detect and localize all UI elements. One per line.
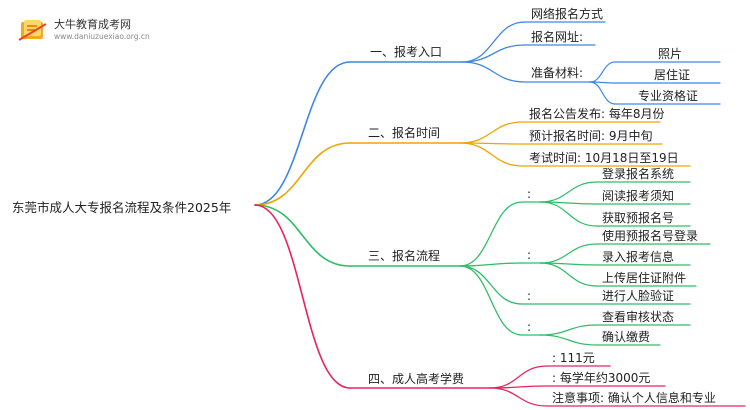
edge-e21 [459,121,524,144]
logo-url: www.daniuzuexiao.org.cn [54,32,150,41]
edge-step-1-3 [539,201,598,227]
edge-group-2 [459,262,523,267]
step-2-2[interactable]: 录入报考信息 [602,249,674,264]
branch-1-item-3[interactable]: 准备材料: [531,66,583,80]
step-1-3[interactable]: 获取预报名号 [602,210,674,225]
step-group-2[interactable]: : [527,248,531,262]
fee-item-1[interactable]: : 111元 [552,351,595,365]
edge-step-4-1 [539,324,598,336]
edge-e11 [461,21,526,63]
node-labels: 东莞市成人大专报名流程及条件2025年 一、报考入口 网络报名方式 报名网址: … [12,6,716,405]
step-4-2[interactable]: 确认缴费 [602,329,650,344]
branch-2-item-2[interactable]: 预计报名时间: 9月中旬 [529,128,653,143]
edge-step-2-3 [539,262,598,287]
logo-name: 大牛教育成考网 [54,18,131,31]
edge-step-1-1 [539,181,598,203]
edge-step-4-2 [539,334,598,346]
edge-group-3 [459,265,523,305]
edge-root-branch2 [254,142,351,206]
step-2-3[interactable]: 上传居住证附件 [602,270,686,285]
branch-1-label[interactable]: 一、报考入口 [370,44,442,59]
edge-e41 [489,365,548,389]
edge-e12 [461,44,526,63]
material-3[interactable]: 专业资格证 [638,88,698,103]
fee-item-3[interactable]: 注意事项: 确认个人信息和专业 [552,390,716,405]
edge-e23 [459,142,524,167]
edge-e13 [461,61,526,83]
site-logo[interactable]: 大牛教育成考网 www.daniuzuexiao.org.cn [18,14,258,48]
edge-group-1 [459,201,523,267]
edge-m3 [589,81,616,105]
step-1-1[interactable]: 登录报名系统 [602,166,674,181]
edge-group-4 [459,265,523,336]
edge-e43 [489,387,548,407]
material-1[interactable]: 照片 [658,47,682,61]
branch-2-item-1[interactable]: 报名公告发布: 每年8月份 [529,106,665,121]
branch-3-label[interactable]: 三、报名流程 [368,248,440,263]
edge-m1 [589,61,616,83]
edge-root-branch4 [254,204,351,389]
connector-lines [254,21,746,407]
step-3-1[interactable]: 进行人脸验证 [602,288,674,303]
material-2[interactable]: 居住证 [654,68,690,82]
step-4-1[interactable]: 查看审核状态 [602,309,674,324]
step-group-3[interactable]: : [527,289,531,303]
branch-1-item-2[interactable]: 报名网址: [531,29,583,44]
edge-root-branch1 [254,61,351,206]
fee-item-2[interactable]: : 每学年约3000元 [552,370,650,385]
book-icon [18,20,47,41]
branch-2-label[interactable]: 二、报名时间 [368,125,440,140]
branch-4-label[interactable]: 四、成人高考学费 [368,371,464,386]
step-group-4[interactable]: : [527,320,531,334]
step-group-1[interactable]: : [527,187,531,201]
step-2-1[interactable]: 使用预报名号登录 [602,228,698,243]
branch-2-item-3[interactable]: 考试时间: 10月18日至19日 [529,150,679,165]
edge-step-2-1 [539,243,598,264]
branch-1-item-1[interactable]: 网络报名方式 [531,6,603,21]
root-node[interactable]: 东莞市成人大专报名流程及条件2025年 [12,200,231,215]
step-1-2[interactable]: 阅读报考须知 [602,188,674,203]
edge-root-branch3 [254,204,351,267]
